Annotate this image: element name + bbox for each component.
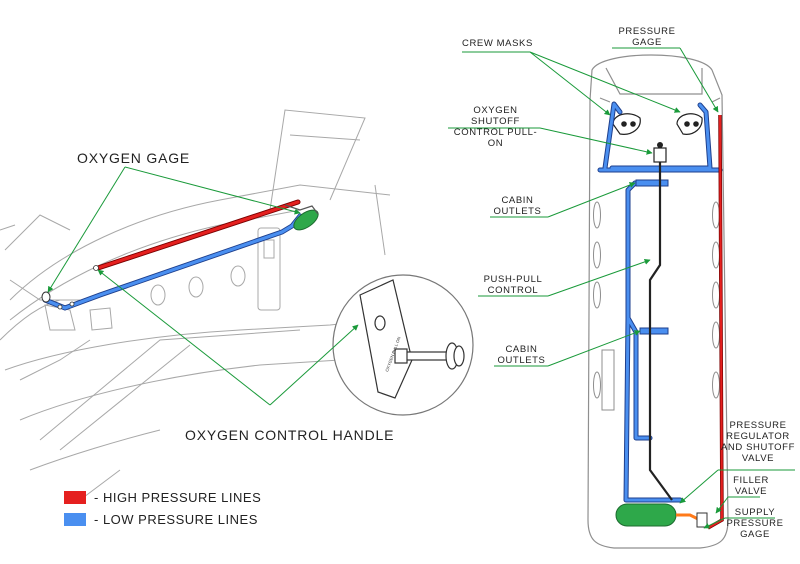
cabin-windows-left <box>150 265 246 306</box>
cabin-outlets-mid-label: CABIN OUTLETS <box>494 344 549 366</box>
cabin-outlets-top-label: CABIN OUTLETS <box>490 195 545 217</box>
supply-pressure-gage-label: SUPPLY PRESSURE GAGE <box>722 507 788 540</box>
push-pull-line1: PUSH-PULL <box>483 274 543 285</box>
filler-line2: VALVE <box>734 486 768 497</box>
supply-line2: PRESSURE <box>726 518 784 529</box>
push-pull-line2: CONTROL <box>487 285 539 296</box>
high-pressure-line-left <box>95 199 301 271</box>
leader-lines-right <box>448 47 795 529</box>
oxygen-gage-label: OXYGEN GAGE <box>77 150 191 166</box>
supply-line1: SUPPLY <box>734 507 776 518</box>
push-pull-label: PUSH-PULL CONTROL <box>478 274 548 296</box>
legend-swatch-blue <box>64 513 86 526</box>
supply-line3: GAGE <box>740 529 770 540</box>
aircraft-outline <box>0 109 396 501</box>
push-pull-cable <box>648 142 673 501</box>
oxygen-control-handle-label: OXYGEN CONTROL HANDLE <box>185 427 395 443</box>
crew-masks-text: CREW MASKS <box>462 38 533 49</box>
regulator-line1: PRESSURE <box>729 420 787 431</box>
low-pressure-line-left <box>42 213 303 311</box>
regulator-line3: AND SHUTOFF <box>721 442 795 453</box>
legend-swatch-red <box>64 491 86 504</box>
pressure-gage-line1: PRESSURE <box>618 26 676 37</box>
pressure-gage-line2: GAGE <box>632 37 662 48</box>
legend-low-pressure: - LOW PRESSURE LINES <box>64 512 258 527</box>
legend-high-pressure-label: - HIGH PRESSURE LINES <box>94 490 262 505</box>
cabin-outlets-mid-line2: OUTLETS <box>497 355 546 366</box>
oxygen-bottle-right <box>615 503 708 528</box>
filler-line1: FILLER <box>733 475 769 486</box>
cabin-outlets-top-line2: OUTLETS <box>493 206 542 217</box>
high-pressure-line-right <box>707 114 724 530</box>
oxygen-shutoff-line1: OXYGEN SHUTOFF <box>471 105 520 127</box>
fuselage-windows <box>593 201 720 411</box>
leader-lines-left <box>47 166 359 406</box>
regulator-line4: VALVE <box>741 453 775 464</box>
oxygen-bottle-left <box>284 204 319 231</box>
crew-masks-label: CREW MASKS <box>462 38 533 49</box>
pressure-gage-label: PRESSURE GAGE <box>614 26 680 48</box>
cabin-outlets-top-line1: CABIN <box>501 195 534 206</box>
cabin-outlets-mid-line1: CABIN <box>505 344 538 355</box>
legend-low-pressure-label: - LOW PRESSURE LINES <box>94 512 258 527</box>
crew-masks <box>612 113 703 135</box>
pressure-regulator-label: PRESSURE REGULATOR AND SHUTOFF VALVE <box>720 420 796 464</box>
gage-fittings <box>57 265 99 310</box>
control-handle-inset[interactable]: OXYGEN PULL ON <box>332 274 474 416</box>
oxygen-gage-left <box>41 291 51 303</box>
oxygen-shutoff-label: OXYGEN SHUTOFF CONTROL PULL-ON <box>448 105 543 149</box>
filler-valve-label: FILLER VALVE <box>728 475 774 497</box>
cabin-outlets-right <box>635 179 669 335</box>
legend-high-pressure: - HIGH PRESSURE LINES <box>64 490 261 505</box>
oxygen-shutoff-line2: CONTROL PULL-ON <box>453 127 538 149</box>
regulator-line2: REGULATOR <box>726 431 790 442</box>
